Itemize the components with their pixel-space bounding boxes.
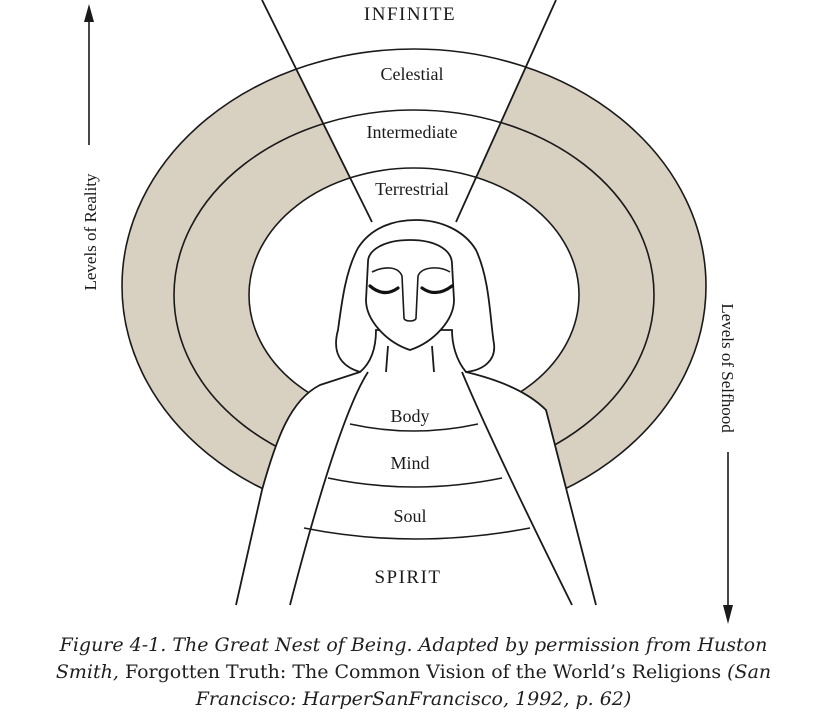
selfhood-arc-1 — [349, 423, 479, 432]
selfhood-arc-2 — [327, 477, 503, 488]
spirit-label: SPIRIT — [374, 567, 441, 588]
levels-of-selfhood-label: Levels of Selfhood — [718, 303, 737, 433]
arrow-down-icon — [723, 605, 733, 624]
selfhood-level-mind: Mind — [390, 453, 429, 473]
figure-neck — [385, 345, 435, 373]
reality-level-celestial: Celestial — [381, 64, 444, 84]
infinite-label: INFINITE — [364, 4, 456, 25]
left-eye-icon — [368, 284, 400, 295]
reality-level-intermediate: Intermediate — [367, 122, 458, 142]
reality-axis: Levels of Reality — [81, 4, 100, 291]
selfhood-arc-3 — [303, 527, 531, 540]
caption-line-1: Figure 4-1. The Great Nest of Being. Ada… — [59, 634, 768, 656]
arrow-up-icon — [84, 4, 94, 22]
figure-body — [235, 371, 597, 606]
figure-face — [365, 239, 455, 351]
selfhood-axis: Levels of Selfhood — [718, 303, 737, 624]
book-title: Forgotten Truth: The Common Vision of th… — [124, 661, 722, 683]
caption-line-3: Francisco: HarperSanFrancisco, 1992, p. … — [195, 688, 632, 710]
selfhood-level-soul: Soul — [393, 506, 426, 526]
selfhood-level-body: Body — [390, 406, 429, 426]
right-eye-icon — [420, 284, 454, 295]
figure-caption: Figure 4-1. The Great Nest of Being. Ada… — [0, 632, 827, 725]
top-wedge — [261, 0, 557, 223]
caption-line-2: Smith, Forgotten Truth: The Common Visio… — [55, 661, 772, 683]
levels-of-reality-label: Levels of Reality — [81, 173, 100, 291]
great-nest-diagram: INFINITE Celestial Intermediate Terrestr… — [81, 0, 737, 624]
reality-level-terrestrial: Terrestrial — [375, 179, 449, 199]
